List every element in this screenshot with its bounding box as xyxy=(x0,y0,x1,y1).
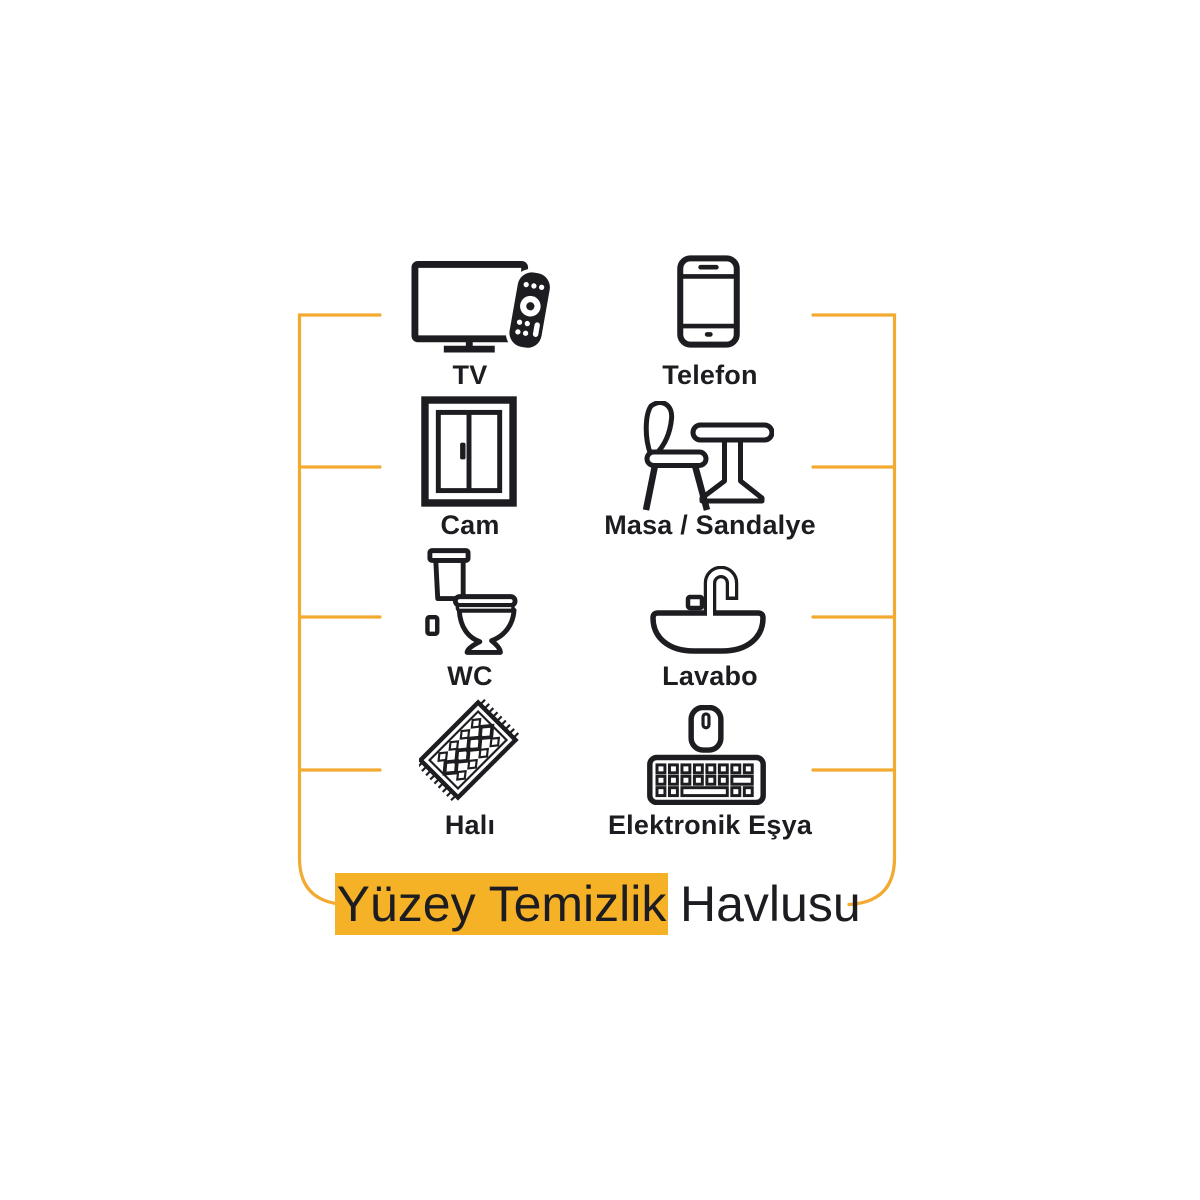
right-bracket xyxy=(811,313,897,907)
item-label-tv: TV xyxy=(452,360,488,390)
item-label-hali: Halı xyxy=(444,810,496,840)
item-label-lavabo: Lavabo xyxy=(662,661,758,691)
table-chair-icon xyxy=(642,401,774,511)
keyboard-mouse-icon xyxy=(647,705,766,805)
title-highlighted-text: Yüzey Temizlik xyxy=(336,876,667,932)
item-label-wc: WC xyxy=(447,661,493,691)
title-rest-text: Havlusu xyxy=(680,876,861,932)
smartphone-icon xyxy=(677,255,740,348)
carpet-icon xyxy=(419,698,520,802)
toilet-icon xyxy=(425,548,518,655)
left-bracket xyxy=(297,313,382,907)
tv-remote-icon xyxy=(411,260,554,353)
window-icon xyxy=(421,396,517,507)
item-label-telefon: Telefon xyxy=(662,360,758,390)
item-label-elektronik-esya: Elektronik Eşya xyxy=(607,810,813,840)
title-highlight-box: Yüzey Temizlik xyxy=(335,873,668,935)
item-label-masa-sandalye: Masa / Sandalye xyxy=(604,510,816,540)
sink-icon xyxy=(650,566,766,654)
item-label-cam: Cam xyxy=(440,510,500,540)
